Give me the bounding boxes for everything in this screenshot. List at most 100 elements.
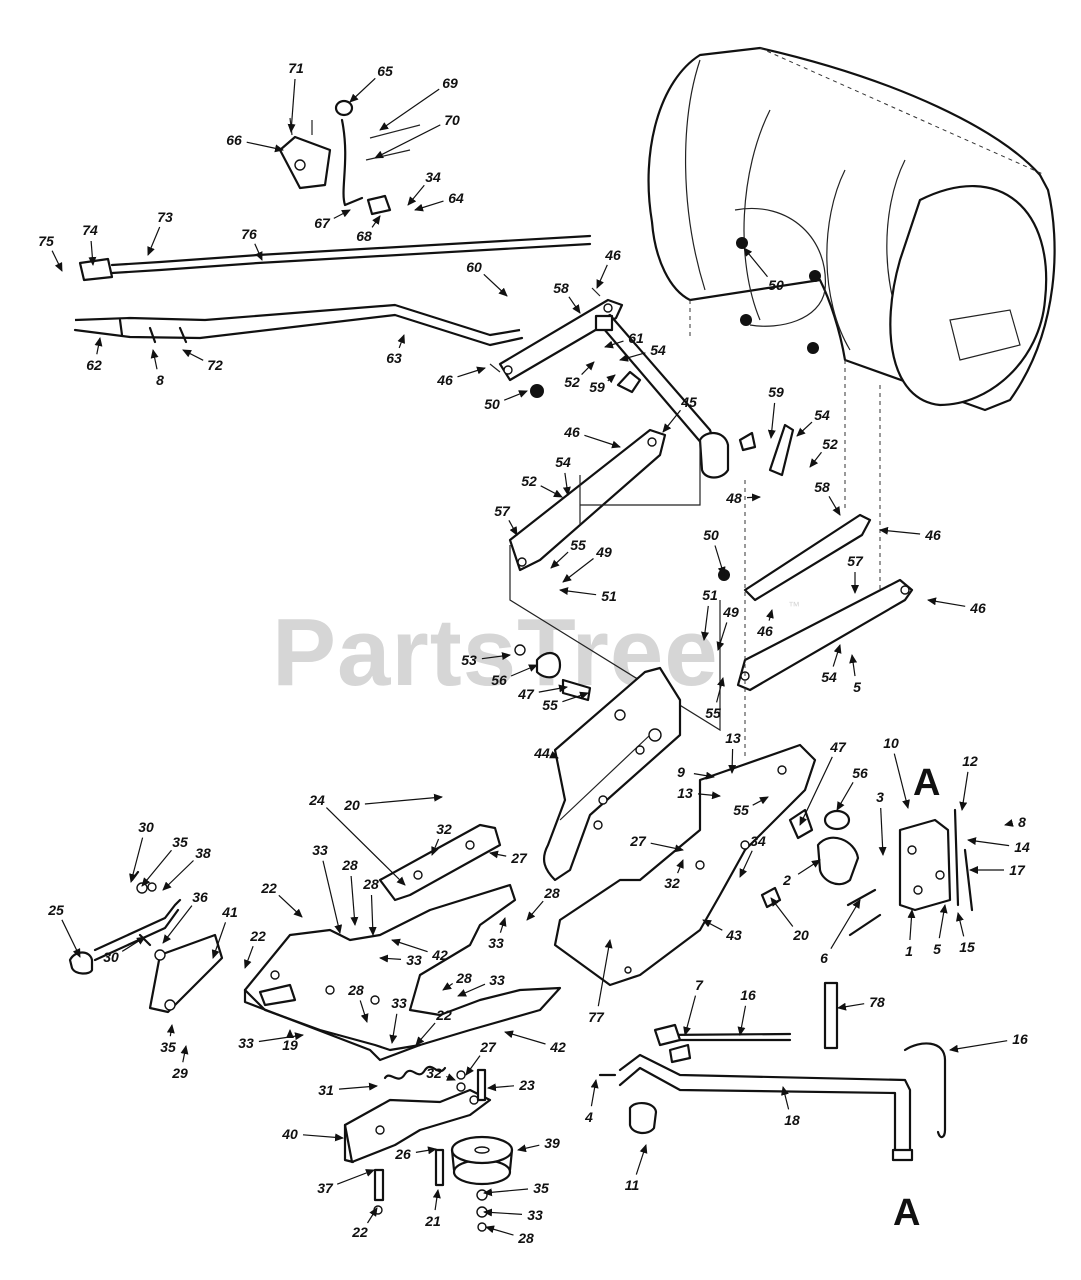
callout-leader — [837, 1002, 865, 1011]
callout-number: 70 — [444, 112, 460, 128]
callout-number: 8 — [156, 372, 164, 388]
callout-leader — [379, 954, 402, 963]
callout-number: 50 — [703, 527, 719, 543]
callout-17: 17 — [969, 862, 1026, 878]
callout-number: 69 — [442, 75, 458, 91]
callout-leader — [129, 837, 144, 883]
callout-number: 35 — [533, 1180, 549, 1196]
callout-number: 45 — [680, 394, 697, 410]
callout-number: 76 — [241, 226, 257, 242]
callout-number: 18 — [784, 1112, 800, 1128]
section-marker-a-bottom: A — [893, 1192, 920, 1234]
callout-leader — [562, 558, 594, 583]
callout-number: 29 — [171, 1065, 188, 1081]
callout-number: 54 — [814, 407, 830, 423]
callout-leader — [714, 545, 726, 576]
callout-42: 42 — [391, 938, 448, 963]
callout-number: 41 — [221, 904, 238, 920]
callout-leader — [526, 900, 544, 921]
callout-leader — [487, 1083, 515, 1092]
callout-leader — [322, 860, 343, 934]
spring-bracket — [343, 1065, 492, 1164]
callout-number: 20 — [343, 797, 360, 813]
callout-leader — [701, 605, 709, 641]
callout-number: 46 — [756, 623, 773, 639]
callout-leader — [366, 1207, 378, 1224]
callout-27: 27 — [629, 833, 684, 853]
callout-number: 35 — [160, 1039, 176, 1055]
callout-35: 35 — [160, 1024, 176, 1055]
callout-number: 60 — [466, 259, 482, 275]
callout-27: 27 — [489, 850, 528, 866]
callout-number: 54 — [821, 669, 837, 685]
callout-number: 34 — [750, 833, 766, 849]
callout-number: 63 — [386, 350, 402, 366]
callout-number: 21 — [424, 1213, 441, 1229]
callout-leader — [697, 791, 721, 800]
callout-number: 5 — [853, 679, 861, 695]
callout-leader — [88, 240, 97, 266]
callout-number: 27 — [510, 850, 528, 866]
callout-number: 32 — [436, 821, 452, 837]
callout-leader — [182, 349, 204, 361]
callout-leader — [683, 995, 697, 1036]
callout-leader — [465, 1055, 481, 1076]
callout-number: 25 — [47, 902, 64, 918]
callout-55: 55 — [705, 677, 725, 721]
callout-50: 50 — [743, 247, 784, 293]
callout-29: 29 — [171, 1045, 189, 1081]
callout-28: 28 — [341, 857, 359, 926]
idler-pulley — [450, 1135, 514, 1186]
callout-number: 47 — [829, 739, 847, 755]
callout-21: 21 — [424, 1189, 441, 1229]
callout-leader — [967, 837, 1010, 847]
callout-number: 35 — [172, 834, 188, 850]
callout-number: 56 — [491, 672, 507, 688]
callout-leader — [246, 141, 284, 153]
callout-23: 23 — [487, 1077, 535, 1093]
callout-leader — [432, 1189, 441, 1211]
callout-leader — [767, 402, 776, 439]
callout-number: 52 — [564, 374, 580, 390]
callout-number: 57 — [847, 553, 864, 569]
callout-number: 13 — [725, 730, 741, 746]
callout-leader — [211, 922, 227, 959]
callout-number: 22 — [249, 928, 266, 944]
callout-75: 75 — [38, 233, 63, 272]
callout-leader — [590, 1079, 599, 1107]
callout-49: 49 — [716, 604, 739, 651]
callout-leader — [278, 894, 303, 918]
callout-51: 51 — [701, 587, 718, 641]
callout-number: 22 — [260, 880, 277, 896]
callout-leader — [907, 909, 916, 941]
callout-3: 3 — [876, 789, 887, 856]
callout-30: 30 — [129, 819, 154, 883]
callout-number: 71 — [288, 60, 304, 76]
callout-10: 10 — [883, 735, 910, 809]
callout-9: 9 — [677, 764, 715, 780]
callout-34: 34 — [407, 169, 441, 206]
bottom-hardware — [373, 1068, 488, 1232]
callout-35: 35 — [483, 1180, 549, 1197]
callout-number: 13 — [677, 785, 693, 801]
callout-number: 32 — [664, 875, 680, 891]
callout-number: 11 — [625, 1177, 640, 1193]
callout-50: 50 — [703, 527, 726, 576]
callout-number: 27 — [479, 1039, 497, 1055]
callout-number: 33 — [312, 842, 328, 858]
callout-leader — [766, 609, 774, 621]
callout-number: 62 — [86, 357, 102, 373]
callout-number: 43 — [725, 927, 742, 943]
callout-number: 59 — [589, 379, 605, 395]
callout-leader — [457, 366, 486, 378]
callout-77: 77 — [588, 939, 613, 1025]
callout-leader — [508, 520, 518, 536]
callout-26: 26 — [394, 1146, 437, 1162]
callout-13: 13 — [725, 730, 741, 774]
callout-leader — [559, 587, 597, 596]
callout-66: 66 — [226, 132, 284, 153]
callout-15: 15 — [956, 912, 975, 955]
callout-54: 54 — [821, 644, 842, 685]
callout-number: 46 — [436, 372, 453, 388]
